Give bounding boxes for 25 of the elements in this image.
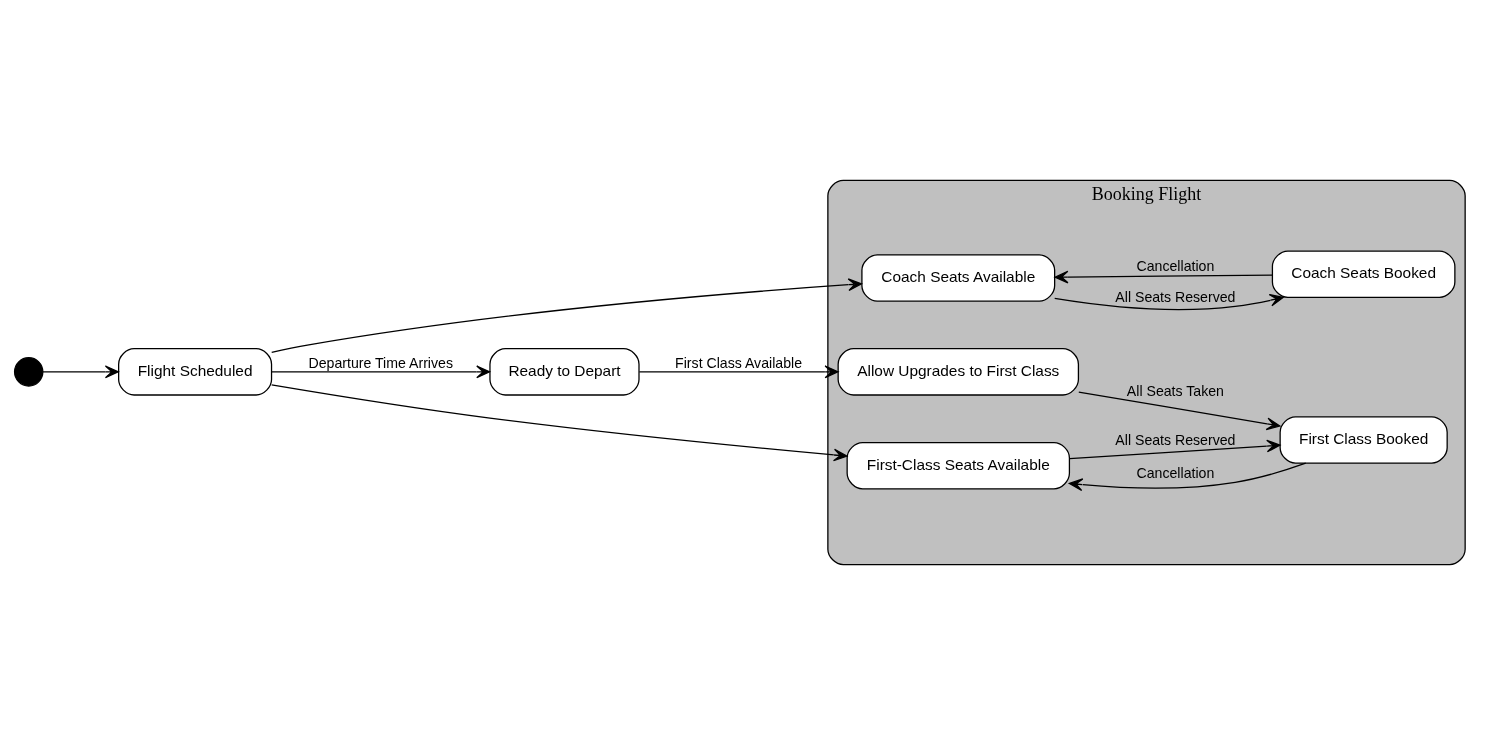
arrow [1068,462,1307,492]
edge-label: Departure Time Arrives [308,354,453,371]
arrow [1054,270,1273,284]
edge-label: Cancellation [1136,258,1215,275]
arrow [1078,391,1281,431]
node-box: Coach Seats Booked [1271,250,1456,298]
edge-label: All Seats Reserved [1115,431,1236,448]
edge-label: All Seats Reserved [1115,289,1236,306]
arrow [271,278,863,353]
arrow [1054,293,1284,311]
node-box: Allow Upgrades to First Class [837,348,1080,396]
node-box: First-Class Seats Available [846,441,1071,490]
arrow [271,365,491,379]
arrow [638,365,839,379]
node-box: First Class Booked [1279,416,1448,464]
node-box: Flight Scheduled [118,348,273,396]
arrow [1069,439,1281,460]
edge-label: First Class Available [675,354,803,371]
node-circle [13,357,44,387]
edge-label: Cancellation [1136,465,1215,482]
edge-label: All Seats Taken [1126,383,1224,400]
arrow [42,365,119,379]
arrow [271,384,848,462]
node-box: Ready to Depart [489,348,640,396]
node-box: Coach Seats Available [861,254,1056,302]
